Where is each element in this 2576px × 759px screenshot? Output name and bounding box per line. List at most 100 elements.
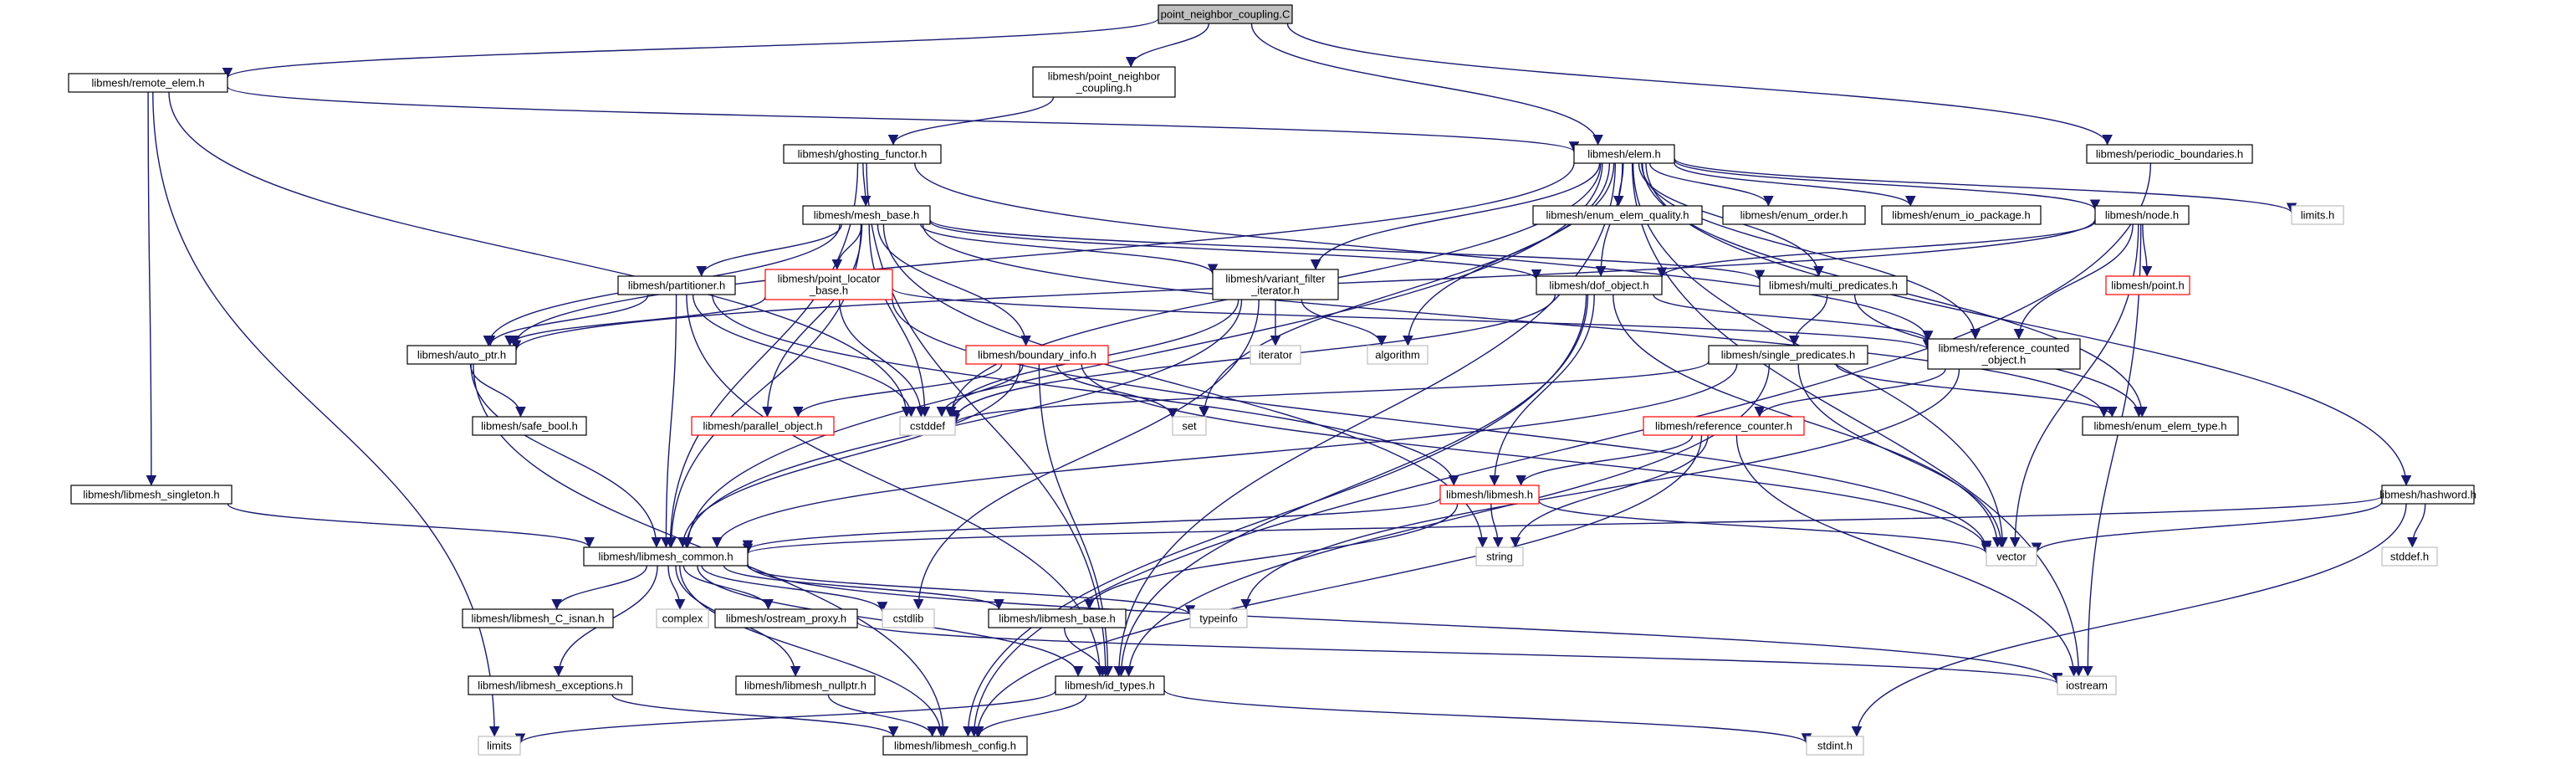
node-mesh-base[interactable]: libmesh/mesh_base.h: [802, 205, 931, 225]
edge-boundary_info-to-vector: [1081, 363, 1992, 552]
node-exceptions[interactable]: libmesh/libmesh_exceptions.h: [468, 675, 633, 695]
node-node-h[interactable]: libmesh/node.h: [2094, 205, 2190, 225]
node-label: libmesh/enum_order.h: [1740, 209, 1848, 222]
node-label: iostream: [2066, 680, 2108, 692]
node-pnc-h[interactable]: libmesh/point_neighbor_coupling.h: [1032, 66, 1176, 98]
node-hashword[interactable]: libmesh/hashword.h: [2379, 485, 2476, 505]
node-box: [68, 73, 228, 93]
edge-node_h-to-point_h: [2141, 223, 2153, 277]
node-box: [1806, 736, 1864, 756]
node-box: [2291, 205, 2344, 225]
edge-singleton-to-common: [227, 503, 595, 548]
node-box: [656, 608, 709, 628]
node-label: libmesh/libmesh_singleton.h: [83, 489, 219, 501]
node-box: [2086, 144, 2253, 164]
edge-boundary_info-to-parallel_object: [793, 363, 1003, 418]
node-box: [1708, 345, 1868, 365]
node-ref-counter[interactable]: libmesh/reference_counter.h: [1643, 416, 1805, 436]
node-boundary-info[interactable]: libmesh/boundary_info.h: [965, 345, 1109, 365]
node-elem[interactable]: libmesh/elem.h: [1573, 144, 1675, 164]
node-enum-elem-quality[interactable]: libmesh/enum_elem_quality.h: [1532, 205, 1703, 225]
node-ostream-proxy[interactable]: libmesh/ostream_proxy.h: [714, 608, 858, 628]
edge-id_types-to-config: [974, 694, 1087, 737]
edge-elem-to-variant_filter: [1310, 162, 1601, 270]
node-config[interactable]: libmesh/libmesh_config.h: [882, 736, 1028, 756]
node-label: libmesh/boundary_info.h: [978, 349, 1096, 362]
node-box: [1212, 269, 1339, 300]
edge-mesh_base-to-multi_predicates: [929, 218, 1765, 281]
node-variant-filter[interactable]: libmesh/variant_filter_iterator.h: [1212, 269, 1339, 300]
node-libmesh-h[interactable]: libmesh/libmesh.h: [1439, 485, 1540, 505]
node-box: [2381, 546, 2438, 567]
node-label: libmesh/id_types.h: [1065, 680, 1155, 692]
edge-id_types-to-limits: [514, 690, 1056, 745]
node-label: point_neighbor_coupling.C: [1161, 8, 1291, 21]
edge-boundary_info-to-id_types: [1038, 363, 1113, 677]
edge-node_h-to-dof_object: [1656, 220, 2096, 278]
node-ghosting[interactable]: libmesh/ghosting_functor.h: [783, 144, 942, 164]
node-iostream: iostream: [2057, 675, 2117, 695]
node-box: [472, 416, 587, 436]
edge-single_predicates-to-cstddef: [949, 361, 1710, 424]
node-remote-elem[interactable]: libmesh/remote_elem.h: [68, 73, 228, 93]
node-root[interactable]: point_neighbor_coupling.C: [1158, 4, 1293, 24]
node-point-h[interactable]: libmesh/point.h: [2105, 275, 2190, 295]
node-periodic[interactable]: libmesh/periodic_boundaries.h: [2086, 144, 2253, 164]
node-auto-ptr[interactable]: libmesh/auto_ptr.h: [406, 345, 517, 365]
node-label: cstdlib: [893, 613, 924, 625]
edge-elem-to-auto_ptr: [509, 162, 1575, 346]
node-box: [1759, 275, 1908, 295]
edge-auto_ptr-to-safe_bool: [469, 363, 526, 418]
node-set: set: [1172, 416, 1207, 436]
node-label: libmesh/enum_io_package.h: [1892, 209, 2031, 222]
node-parallel-object[interactable]: libmesh/parallel_object.h: [691, 416, 835, 436]
edge-id_types-to-stdint_h: [1163, 689, 1812, 744]
node-box: [468, 675, 633, 695]
node-enum-io-package[interactable]: libmesh/enum_io_package.h: [1881, 205, 2042, 225]
node-label: libmesh/libmesh_C_isnan.h: [472, 613, 605, 625]
node-vector: vector: [1986, 546, 2037, 567]
edge-mesh_base-to-variant_filter: [920, 223, 1219, 274]
node-enum-order[interactable]: libmesh/enum_order.h: [1722, 205, 1866, 225]
node-nullptr-h[interactable]: libmesh/libmesh_nullptr.h: [735, 675, 876, 695]
node-label: typeinfo: [1199, 613, 1238, 625]
node-libmesh-base[interactable]: libmesh/libmesh_base.h: [988, 608, 1127, 628]
node-box: [1643, 416, 1805, 436]
node-label: stdint.h: [1817, 740, 1853, 752]
node-singleton[interactable]: libmesh/libmesh_singleton.h: [70, 485, 233, 505]
edge-partitioner-to-common: [661, 294, 677, 548]
edge-partitioner-to-cstddef: [692, 294, 917, 418]
edge-common-to-typeinfo: [747, 565, 1196, 616]
node-box: [764, 269, 893, 300]
node-dof-object[interactable]: libmesh/dof_object.h: [1536, 275, 1663, 295]
node-enum-elem-type[interactable]: libmesh/enum_elem_type.h: [2082, 416, 2239, 436]
edge-common-to-complex: [667, 565, 686, 610]
edge-elem-to-algorithm: [1403, 162, 1615, 346]
node-box: [583, 546, 749, 567]
node-single-predicates[interactable]: libmesh/single_predicates.h: [1708, 345, 1868, 365]
node-safe-bool[interactable]: libmesh/safe_bool.h: [472, 416, 587, 436]
edge-variant_filter-to-common: [681, 299, 1243, 548]
edge-auto_ptr-to-common: [470, 363, 662, 548]
edge-point_locator-to-vector: [892, 299, 1992, 551]
node-id-types[interactable]: libmesh/id_types.h: [1055, 675, 1165, 695]
node-multi-predicates[interactable]: libmesh/multi_predicates.h: [1759, 275, 1908, 295]
node-box: [783, 144, 942, 164]
node-point-locator[interactable]: libmesh/point_locator_base.h: [764, 269, 893, 300]
node-partitioner[interactable]: libmesh/partitioner.h: [617, 275, 736, 295]
edge-libmesh_h-to-string: [1490, 503, 1504, 548]
node-label: cstddef: [910, 420, 945, 433]
node-c-isnan[interactable]: libmesh/libmesh_C_isnan.h: [462, 608, 614, 628]
node-label: libmesh/enum_elem_type.h: [2094, 420, 2227, 433]
node-box: [1722, 205, 1866, 225]
edges-layer: [146, 18, 2426, 745]
node-label: libmesh/auto_ptr.h: [417, 349, 506, 362]
edge-elem-to-hashword: [1645, 162, 2412, 486]
node-common[interactable]: libmesh/libmesh_common.h: [583, 546, 749, 567]
edge-ref_counter-to-config: [972, 434, 1703, 737]
node-label: algorithm: [1375, 349, 1419, 362]
edge-mesh_base-to-boundary_info: [877, 223, 1031, 346]
node-ref-counted[interactable]: libmesh/reference_counted_object.h: [1927, 338, 2081, 370]
node-label: libmesh/remote_elem.h: [91, 77, 204, 90]
node-box: [1439, 485, 1540, 505]
